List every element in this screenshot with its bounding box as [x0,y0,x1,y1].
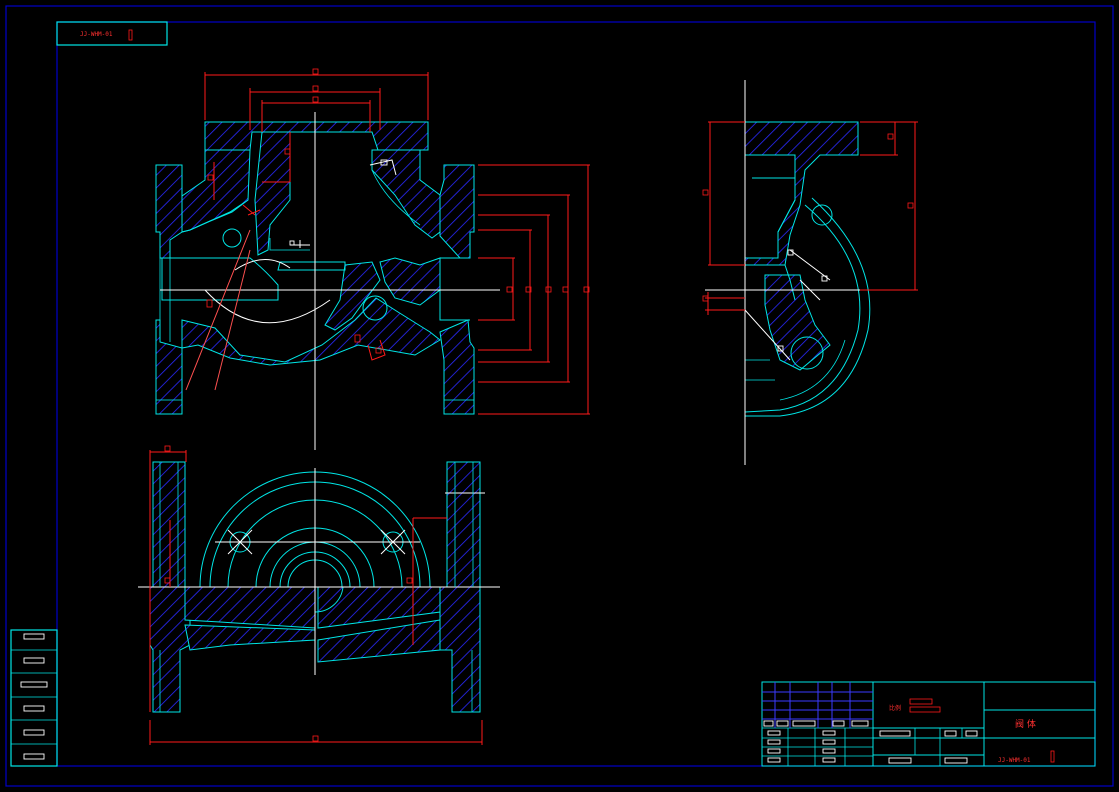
binding-strip [10,629,58,767]
drawing-code-bottom: JJ-WHM-01 [998,757,1031,764]
front-section-view[interactable] [155,68,590,450]
side-section-view[interactable] [702,80,918,465]
title-block[interactable]: 比例 阀 体 JJ-WHM-01 [761,681,1096,767]
revision-grid [762,682,873,766]
sheet-border [5,5,1114,787]
part-name: 阀 体 [1015,718,1036,730]
top-plan-view[interactable] [138,445,500,745]
drawing-code-top: JJ-WHM-01 [80,31,113,38]
drawing-code-box: JJ-WHM-01 [56,21,168,46]
scale-label: 比例 [889,704,901,712]
